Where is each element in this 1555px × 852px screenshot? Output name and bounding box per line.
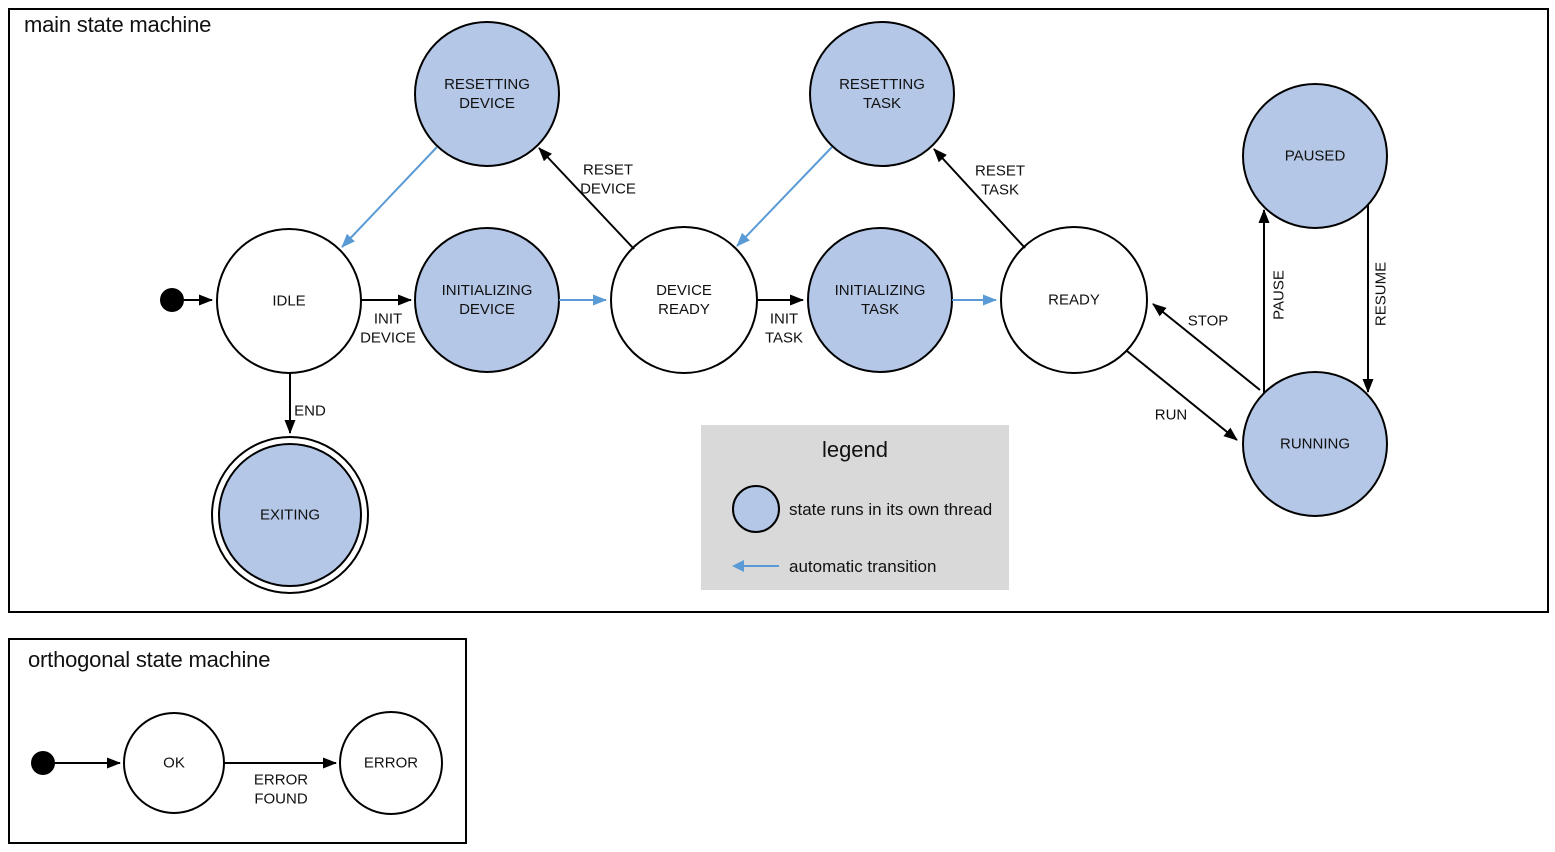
legend-threaded-state-label: state runs in its own thread [789, 500, 993, 519]
edge-auto-resetting-device-to-idle [341, 146, 438, 248]
state-initializing-device-label: DEVICE [459, 301, 515, 318]
state-error-label: ERROR [364, 755, 418, 772]
state-initializing-device [414, 227, 560, 373]
state-error [339, 711, 443, 815]
edge-idle-to-initializing-device-label: DEVICE [360, 330, 416, 347]
state-paused [1242, 83, 1388, 229]
state-initializing-device-label: INITIALIZING [442, 282, 533, 299]
edge-ready-to-resetting-task-label: TASK [981, 182, 1019, 199]
state-running-label: RUNNING [1280, 436, 1350, 453]
edge-device-ready-to-initializing-task-label: INIT [770, 311, 798, 328]
edge-device-ready-to-resetting-device-label: RESET [583, 162, 633, 179]
edge-ok-to-error-label: ERROR [254, 772, 308, 789]
state-exiting-label: EXITING [260, 507, 320, 524]
state-resetting-device-label: DEVICE [459, 95, 515, 112]
initial-state-dot-main [160, 288, 184, 312]
edge-auto-resetting-task-to-device-ready [736, 146, 833, 247]
edge-ready-to-resetting-task-label: RESET [975, 163, 1025, 180]
state-idle-label: IDLE [272, 293, 305, 310]
state-ready [1000, 226, 1148, 374]
main-machine-title: main state machine [24, 12, 212, 37]
state-resetting-device [414, 21, 560, 167]
orthogonal-machine-title: orthogonal state machine [28, 647, 271, 672]
edge-ok-to-error-label: FOUND [254, 791, 307, 808]
state-initializing-task-label: INITIALIZING [835, 282, 926, 299]
state-device-ready-label: DEVICE [656, 282, 712, 299]
frame-main [8, 8, 1549, 613]
legend-automatic-transition-label: automatic transition [789, 557, 937, 576]
state-initializing-task-label: TASK [861, 301, 899, 318]
state-initializing-task [807, 227, 953, 373]
legend-title: legend [821, 437, 889, 462]
edge-device-ready-to-resetting-device-label: DEVICE [580, 181, 636, 198]
legend-box: legend state runs in its own thread auto… [701, 425, 1009, 590]
automatic-transition-arrow-icon [732, 560, 779, 572]
state-exiting [218, 443, 362, 587]
edge-device-ready-to-initializing-task-label: TASK [765, 330, 803, 347]
edge-running-to-paused-pause-label: PAUSE [1271, 270, 1288, 320]
edge-device-ready-to-resetting-device [538, 147, 635, 250]
frame-orthogonal [8, 638, 467, 844]
edge-idle-to-initializing-device-label: INIT [374, 311, 402, 328]
threaded-state-circle-icon [732, 485, 780, 533]
edge-running-to-ready-stop [1152, 303, 1261, 391]
edge-running-to-ready-stop-label: STOP [1188, 313, 1229, 330]
state-resetting-task-label: TASK [863, 95, 901, 112]
initial-state-dot-orthogonal [31, 751, 55, 775]
state-ready-label: READY [1048, 292, 1100, 309]
edge-ready-to-resetting-task [933, 148, 1026, 249]
state-resetting-task [809, 21, 955, 167]
edge-ready-to-running-run [1126, 350, 1238, 441]
state-device-ready-label: READY [658, 301, 710, 318]
state-paused-label: PAUSED [1285, 148, 1346, 165]
edge-ready-to-running-run-label: RUN [1155, 407, 1188, 424]
state-resetting-device-label: RESETTING [444, 76, 530, 93]
edge-idle-to-exiting-end-label: END [294, 403, 326, 420]
state-ok-label: OK [163, 755, 185, 772]
edge-paused-to-running-resume-label: RESUME [1373, 262, 1390, 326]
state-resetting-task-label: RESETTING [839, 76, 925, 93]
state-running [1242, 371, 1388, 517]
